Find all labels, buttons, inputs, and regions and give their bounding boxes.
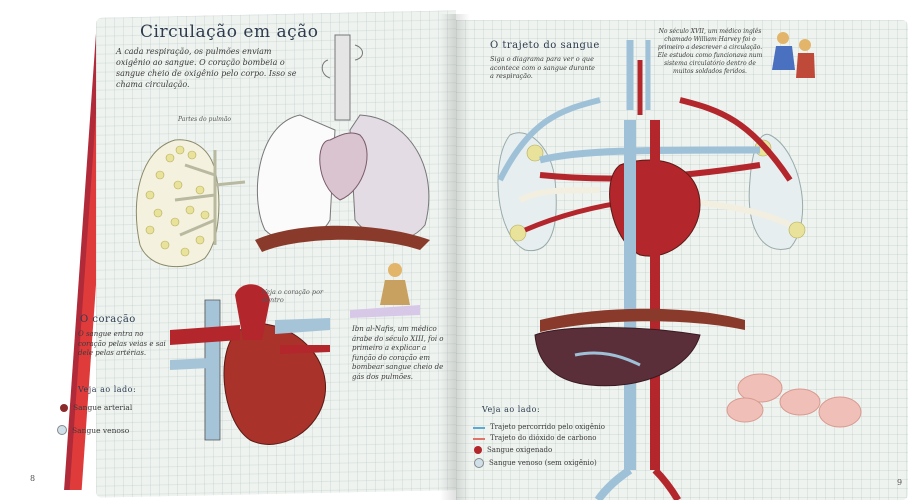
right-intro-text: Siga o diagrama para ver o que acontece …	[490, 55, 596, 80]
harvey-text: No século XVII, um médico inglês chamado…	[657, 28, 763, 75]
heart-text: O sangue entra no coração pelas veias e …	[78, 330, 166, 357]
right-heading: O trajeto do sangue	[490, 40, 600, 51]
heart-heading: O coração	[80, 314, 136, 325]
page-number-left: 8	[30, 474, 36, 483]
ibn-al-nafis-illustration	[350, 263, 420, 318]
arterial-dot-icon	[60, 403, 68, 412]
book-spine	[440, 14, 470, 500]
right-legend-title: Veja ao lado:	[482, 405, 541, 414]
deoxygenated-dot-icon	[474, 458, 484, 468]
legend-item-oxygenated: Sangue oxigenado	[474, 446, 552, 454]
intro-text: A cada respiração, os pulmões enviam oxi…	[116, 47, 297, 89]
william-harvey-illustration	[772, 32, 815, 78]
lungs-illustration	[255, 34, 430, 252]
legend-item-oxygen-path: Trajeto percorrido pelo oxigênio	[490, 423, 605, 431]
circulation-diagram	[497, 32, 862, 500]
legend-item-deoxygenated: Sangue venoso (sem oxigênio)	[474, 458, 597, 468]
heart-cross-section	[170, 284, 330, 445]
lung-parts-illustration	[135, 139, 246, 268]
ibn-al-nafis-text: Ibn al-Nafis, um médico árabe do século …	[352, 325, 444, 381]
oxygenated-dot-icon	[474, 446, 482, 454]
legend-item-venous: Sangue venoso	[57, 425, 129, 435]
left-legend-title: Veja ao lado:	[78, 385, 137, 394]
legend-item-arterial: Sangue arterial	[60, 403, 132, 412]
venous-dot-icon	[57, 425, 67, 435]
see-heart-label: Veja o coração por dentro	[262, 288, 324, 304]
legend-item-co2-path: Trajeto do dióxido de carbono	[490, 434, 597, 442]
page-number-right: 9	[897, 478, 903, 487]
lung-parts-label: Partes do pulmão	[178, 116, 232, 123]
page-title: Circulação em ação	[140, 22, 319, 42]
